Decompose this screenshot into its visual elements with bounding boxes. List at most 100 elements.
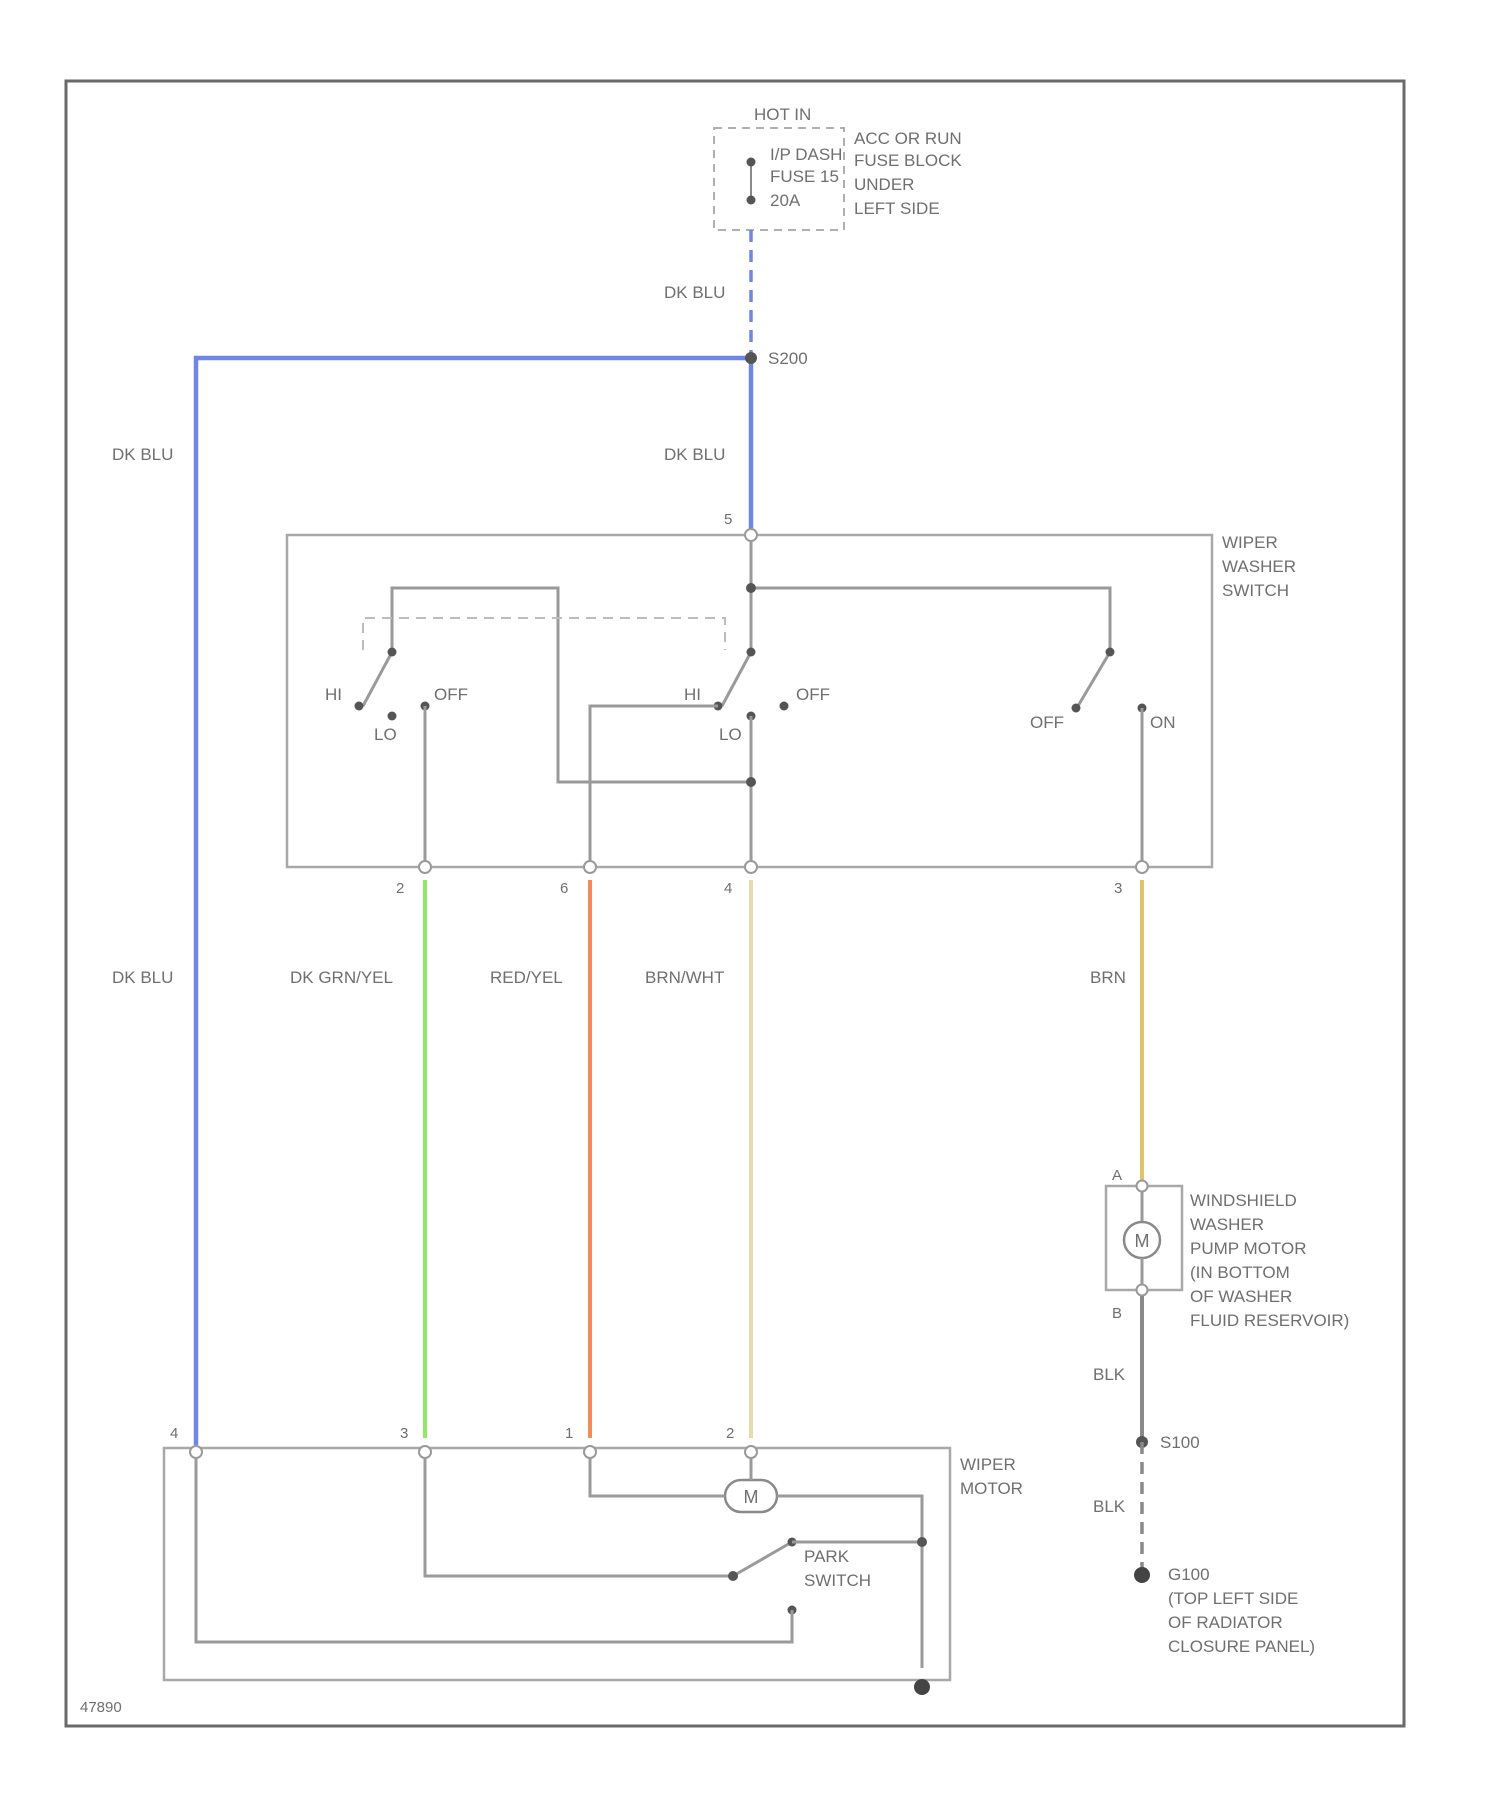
diagram-frame (66, 81, 1404, 1726)
fuse-number-label: FUSE 15 (770, 167, 839, 186)
wire-label-blk-2: BLK (1093, 1497, 1126, 1516)
motor-pin-2 (745, 1446, 757, 1458)
switch-left-hi-label: HI (325, 685, 342, 704)
switch-feed-to-washer (751, 588, 1110, 652)
park-switch-blade (733, 1542, 792, 1576)
pump-title-1: WINDSHIELD (1190, 1191, 1297, 1210)
switch-title-1: WIPER (1222, 533, 1278, 552)
switch-pin-6-label: 6 (560, 880, 568, 897)
switch-mid-junction (746, 777, 756, 787)
switch-gang-link (363, 618, 725, 650)
switch-washer-blade (1078, 652, 1110, 706)
motor-pin-2-label: 2 (726, 1425, 734, 1442)
wire-label-brn: BRN (1090, 968, 1126, 987)
switch-left-lo-contact (388, 712, 397, 721)
motor-pin1-to-armature (590, 1458, 725, 1496)
wire-label-dk-grn-yel: DK GRN/YEL (290, 968, 393, 987)
fuse-hot-label: HOT IN (754, 105, 811, 124)
switch-mid-blade (722, 652, 751, 706)
switch-washer-off-label: OFF (1030, 713, 1064, 732)
fuse-location-2: UNDER (854, 175, 914, 194)
wiper-motor: WIPER MOTOR 4 3 1 2 M PARK SWITCH (164, 1425, 1023, 1695)
fuse-amps-label: 20A (770, 191, 801, 210)
switch-pin-3 (1136, 861, 1148, 873)
pump-title-3: PUMP MOTOR (1190, 1239, 1307, 1258)
fuse-terminal-top (747, 158, 756, 167)
switch-pin-5 (745, 529, 757, 541)
motor-pin-4 (190, 1446, 202, 1458)
switch-feed-junction (746, 583, 756, 593)
motor-pin-1-label: 1 (565, 1425, 573, 1442)
pump-pin-b-label: B (1112, 1305, 1122, 1322)
switch-pin-6 (584, 861, 596, 873)
switch-left-lo-label: LO (374, 725, 397, 744)
wire-label-dk-blu-left: DK BLU (112, 968, 173, 987)
pump-title-5: OF WASHER (1190, 1287, 1292, 1306)
motor-pin3-to-park (425, 1458, 733, 1576)
splice-s100-label: S100 (1160, 1433, 1200, 1452)
switch-pin-3-label: 3 (1114, 880, 1122, 897)
fuse-acc-label: ACC OR RUN (854, 129, 962, 148)
wiper-washer-switch: 5 WIPER WASHER SWITCH HI LO OFF HI LO OF… (287, 511, 1296, 897)
switch-pin-2 (419, 861, 431, 873)
switch-left-off-label: OFF (434, 685, 468, 704)
switch-pin-4-label: 4 (724, 880, 732, 897)
switch-pin-5-label: 5 (724, 511, 732, 528)
switch-title-3: SWITCH (1222, 581, 1289, 600)
splice-s200-label: S200 (768, 349, 808, 368)
fuse-location-3: LEFT SIDE (854, 199, 940, 218)
switch-left-blade (363, 652, 392, 706)
fuse-terminal-bottom (747, 196, 756, 205)
motor-pin-4-label: 4 (170, 1425, 178, 1442)
switch-to-motor-wires: DK GRN/YEL RED/YEL BRN/WHT BRN (290, 880, 1142, 1438)
pump-pin-a-label: A (1112, 1167, 1122, 1184)
ground-g100-location-3: CLOSURE PANEL) (1168, 1637, 1315, 1656)
fuse-location-1: FUSE BLOCK (854, 151, 962, 170)
pump-pin-b (1137, 1285, 1148, 1296)
park-switch-label-1: PARK (804, 1547, 850, 1566)
dk-blu-wire-left (196, 358, 751, 1445)
switch-title-2: WASHER (1222, 557, 1296, 576)
motor-case-ground (914, 1679, 930, 1695)
park-switch-pivot (728, 1571, 738, 1581)
switch-washer-on-label: ON (1150, 713, 1176, 732)
motor-title-1: WIPER (960, 1455, 1016, 1474)
pump-title-2: WASHER (1190, 1215, 1264, 1234)
park-switch-label-2: SWITCH (804, 1571, 871, 1590)
motor-pin-3-label: 3 (400, 1425, 408, 1442)
switch-left-hi-contact (355, 702, 364, 711)
ground-g100-dot (1134, 1567, 1150, 1583)
ground-circuit: S100 BLK BLK G100 (TOP LEFT SIDE OF RADI… (1093, 1296, 1315, 1656)
switch-washer-pivot (1106, 648, 1115, 657)
wire-label-brn-wht: BRN/WHT (645, 968, 724, 987)
switch-left-pivot (388, 648, 397, 657)
ground-g100-label: G100 (1168, 1565, 1210, 1584)
dk-blu-feed-wires: S200 DK BLU DK BLU DK BLU DK BLU (112, 230, 808, 1445)
wire-label-dk-blu-left-top: DK BLU (112, 445, 173, 464)
motor-pin4-to-park (196, 1458, 792, 1642)
switch-mid-off-label: OFF (796, 685, 830, 704)
motor-armature-letter: M (744, 1487, 759, 1507)
switch-mid-off-contact (780, 702, 789, 711)
wire-label-dk-blu-top: DK BLU (664, 283, 725, 302)
figure-id: 47890 (80, 1699, 122, 1716)
pump-title-6: FLUID RESERVOIR) (1190, 1311, 1349, 1330)
pump-title-4: (IN BOTTOM (1190, 1263, 1290, 1282)
ground-g100-location-1: (TOP LEFT SIDE (1168, 1589, 1298, 1608)
wire-label-blk-1: BLK (1093, 1365, 1126, 1384)
pump-pin-a (1137, 1181, 1148, 1192)
switch-pin-4 (745, 861, 757, 873)
motor-ground-junction (917, 1537, 927, 1547)
fuse-ip-label: I/P DASH (770, 145, 842, 164)
ground-g100-location-2: OF RADIATOR (1168, 1613, 1283, 1632)
wire-label-dk-blu-mid: DK BLU (664, 445, 725, 464)
splice-s200-dot (745, 352, 757, 364)
switch-mid-lo-label: LO (719, 725, 742, 744)
motor-pin-3 (419, 1446, 431, 1458)
motor-title-2: MOTOR (960, 1479, 1023, 1498)
switch-mid-hi-label: HI (684, 685, 701, 704)
switch-mid-pivot (747, 648, 756, 657)
pump-motor-letter: M (1135, 1231, 1150, 1251)
motor-pin-1 (584, 1446, 596, 1458)
